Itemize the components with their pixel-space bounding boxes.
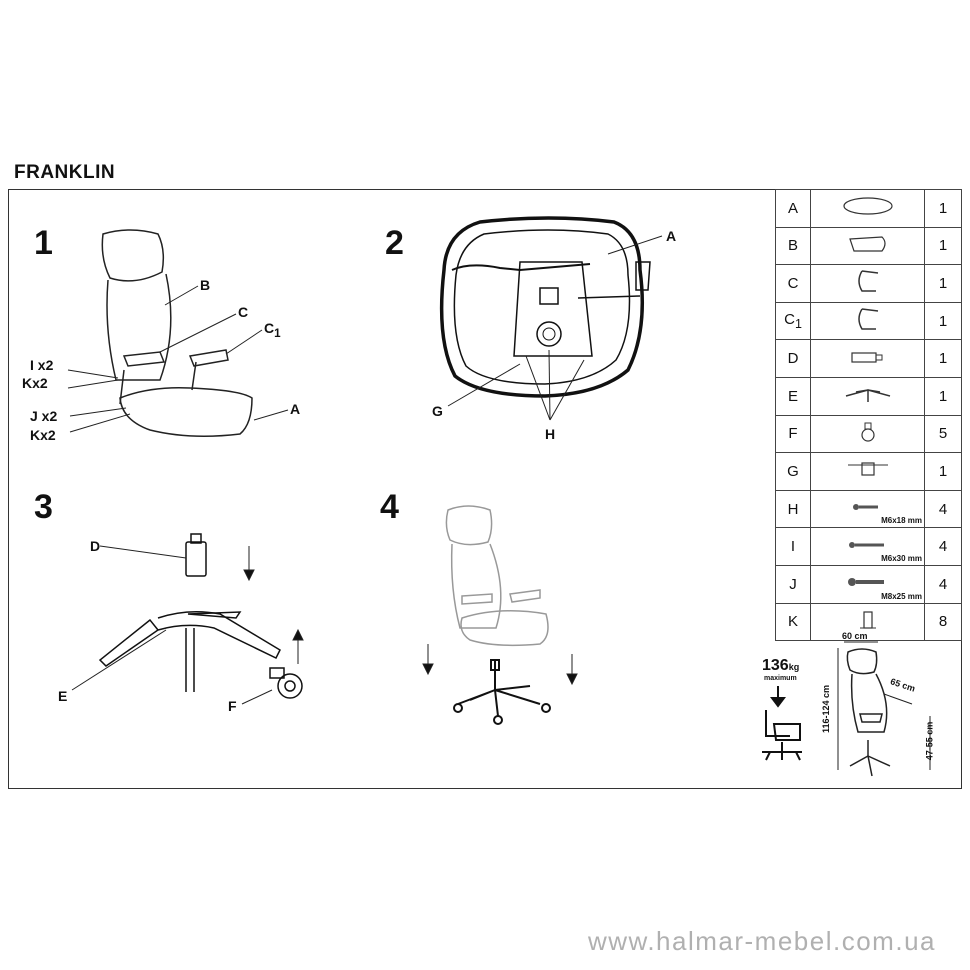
star-base-icon xyxy=(838,389,898,410)
part-picture xyxy=(810,376,925,416)
part-quantity: 1 xyxy=(924,264,962,303)
part-picture: M6x30 mm xyxy=(810,527,925,566)
bolt-size-label: M8x25 mm xyxy=(881,591,922,601)
part-quantity: 4 xyxy=(924,489,962,529)
gas-lift-icon xyxy=(838,352,898,371)
part-letter: C xyxy=(775,264,811,303)
part-quantity: 1 xyxy=(924,339,962,378)
part-quantity: 8 xyxy=(924,602,962,642)
callout-c: C xyxy=(238,304,249,320)
bolt-size-label: M6x30 mm xyxy=(881,553,922,563)
seat-height-dimension: 47-55 cm xyxy=(924,721,935,761)
part-letter: A xyxy=(775,189,811,228)
part-quantity: 1 xyxy=(924,226,962,266)
caster-icon xyxy=(848,422,888,449)
height-dimension: 116-124 cm xyxy=(821,684,832,734)
bolt-size-label: M6x18 mm xyxy=(881,516,922,526)
callout-j-x2: J x2 xyxy=(30,408,58,424)
mechanism-icon xyxy=(838,462,898,485)
part-letter: K xyxy=(775,602,811,642)
part-quantity: 1 xyxy=(924,376,962,416)
washer-icon xyxy=(848,611,888,636)
part-letter: B xyxy=(775,226,811,266)
backrest-icon xyxy=(838,236,898,259)
max-load-label: maximum xyxy=(764,675,797,682)
callout-f: F xyxy=(228,698,237,714)
part-quantity: 1 xyxy=(924,452,962,491)
part-picture xyxy=(810,226,925,266)
armrest-icon xyxy=(848,270,888,299)
part-picture xyxy=(810,189,925,228)
website-footer: www.halmar-mebel.com.ua xyxy=(587,926,936,956)
part-picture xyxy=(810,602,925,642)
callout-e: E xyxy=(58,688,68,704)
bolt-icon xyxy=(838,540,898,557)
callout-c1: C1 xyxy=(264,320,281,340)
part-quantity: 1 xyxy=(924,189,962,228)
part-letter: J xyxy=(775,564,811,604)
armrest-icon xyxy=(848,308,888,337)
step-number-4: 4 xyxy=(380,488,399,526)
part-letter: C1 xyxy=(775,301,811,341)
bolt-icon xyxy=(838,502,898,519)
callout-i-x2: I x2 xyxy=(30,357,54,373)
max-load-value: 136kg xyxy=(762,657,800,674)
callout-b: B xyxy=(200,277,211,293)
part-picture xyxy=(810,414,925,454)
step-number-1: 1 xyxy=(34,224,53,262)
callout-g: G xyxy=(432,403,443,419)
seat-icon xyxy=(838,197,898,221)
step-number-2: 2 xyxy=(385,224,404,262)
bolt-icon xyxy=(838,577,898,594)
callout-a: A xyxy=(290,401,301,417)
callout-k-x2-lower: Kx2 xyxy=(30,427,56,443)
step-number-3: 3 xyxy=(34,488,53,526)
callout-h: H xyxy=(545,426,556,442)
callout-k-x2-upper: Kx2 xyxy=(22,375,48,391)
product-title: FRANKLIN xyxy=(14,162,116,183)
width-dimension: 60 cm xyxy=(842,631,868,641)
instruction-frame xyxy=(8,189,962,789)
callout-d: D xyxy=(90,538,101,554)
callout-a: A xyxy=(666,228,677,244)
